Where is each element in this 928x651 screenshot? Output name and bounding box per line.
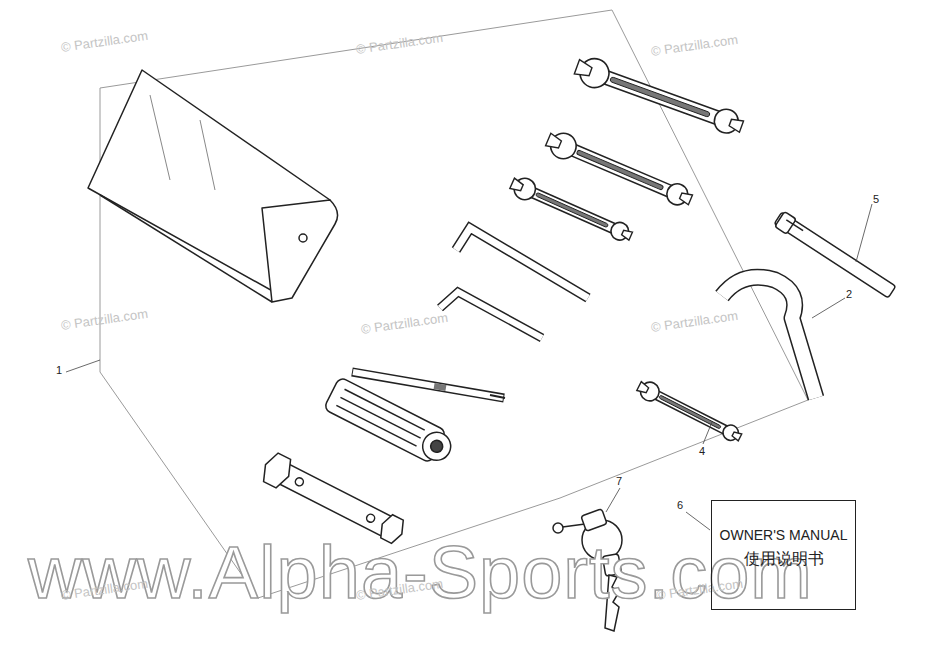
manual-subtitle: 使用说明书	[712, 549, 855, 570]
watermark: © Partzilla.com	[60, 306, 149, 333]
watermark: © Partzilla.com	[360, 310, 449, 337]
callout-number: 6	[677, 499, 683, 511]
watermark: © Partzilla.com	[650, 32, 739, 59]
callout-number: 4	[699, 445, 705, 457]
watermark: © Partzilla.com	[60, 28, 149, 55]
allen-keys	[440, 228, 588, 338]
screwdriver-handle	[323, 377, 457, 469]
double-wrench	[508, 174, 635, 246]
watermark: © Partzilla.com	[650, 308, 739, 335]
double-wrench	[543, 128, 695, 212]
callout-number: 2	[846, 288, 852, 300]
callout-number: 5	[873, 193, 879, 205]
callout-number: 1	[56, 364, 62, 376]
kit-outline	[100, 10, 808, 598]
hook-wrench	[722, 277, 816, 398]
small-wrench	[635, 378, 744, 446]
manual-title: OWNER'S MANUAL	[712, 527, 855, 543]
leader-lines	[66, 204, 872, 530]
watermark: © Partzilla.com	[355, 30, 444, 57]
site-watermark: www.Alpha-Sports.com	[28, 530, 813, 615]
tool-pouch	[88, 70, 338, 302]
double-wrench	[572, 53, 746, 140]
callout-number: 7	[616, 475, 622, 487]
manual-box: OWNER'S MANUAL 使用说明书	[711, 500, 856, 610]
